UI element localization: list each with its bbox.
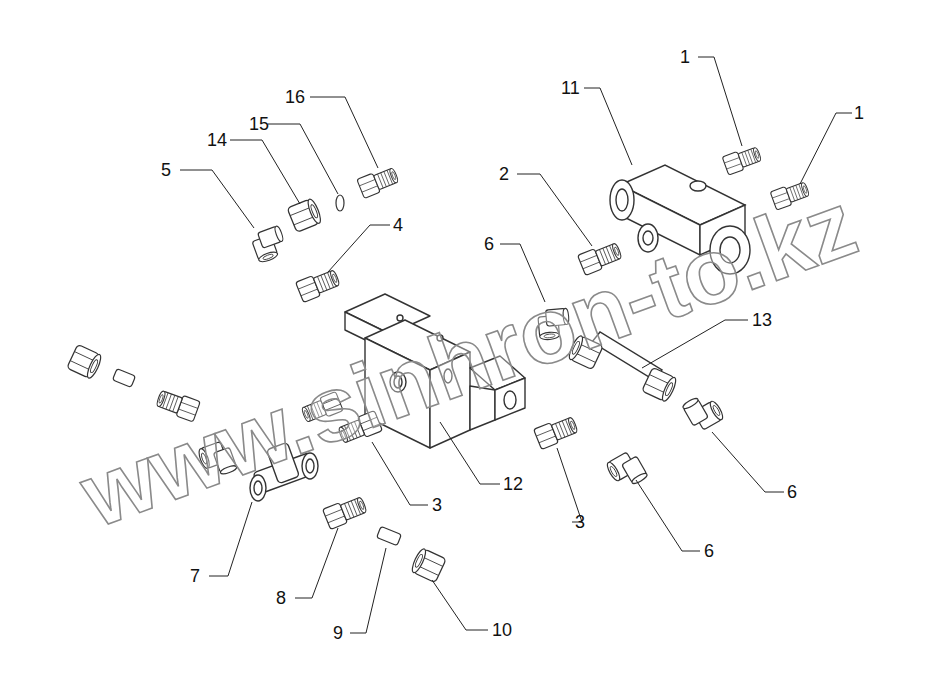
callout-number: 15: [249, 115, 269, 133]
callout-number: 6: [704, 542, 714, 560]
pipe: [567, 332, 678, 403]
callout-number: 3: [575, 513, 585, 531]
callout-number: 1: [680, 48, 690, 66]
callout-number: 16: [285, 88, 305, 106]
fittings: [67, 145, 811, 583]
callout-number: 6: [484, 235, 494, 253]
callout-number: 3: [432, 496, 442, 514]
callout-number: 10: [492, 621, 512, 639]
callout-number: 11: [561, 79, 580, 97]
valve-body: [610, 165, 750, 274]
callout-number: 1: [854, 104, 864, 122]
callout-number: 5: [161, 161, 171, 179]
callout-number: 14: [207, 131, 227, 149]
callout-number: 7: [190, 567, 200, 585]
leader-lines: [180, 57, 852, 633]
callout-number: 12: [503, 475, 523, 493]
callout-number: 13: [752, 311, 772, 329]
callout-number: 9: [333, 624, 343, 642]
callout-number: 4: [393, 216, 403, 234]
watermark: www.sinhron-to.kz: [70, 176, 867, 541]
callout-number: 8: [276, 589, 286, 607]
callout-number: 2: [499, 165, 509, 183]
callout-number: 6: [787, 483, 797, 501]
